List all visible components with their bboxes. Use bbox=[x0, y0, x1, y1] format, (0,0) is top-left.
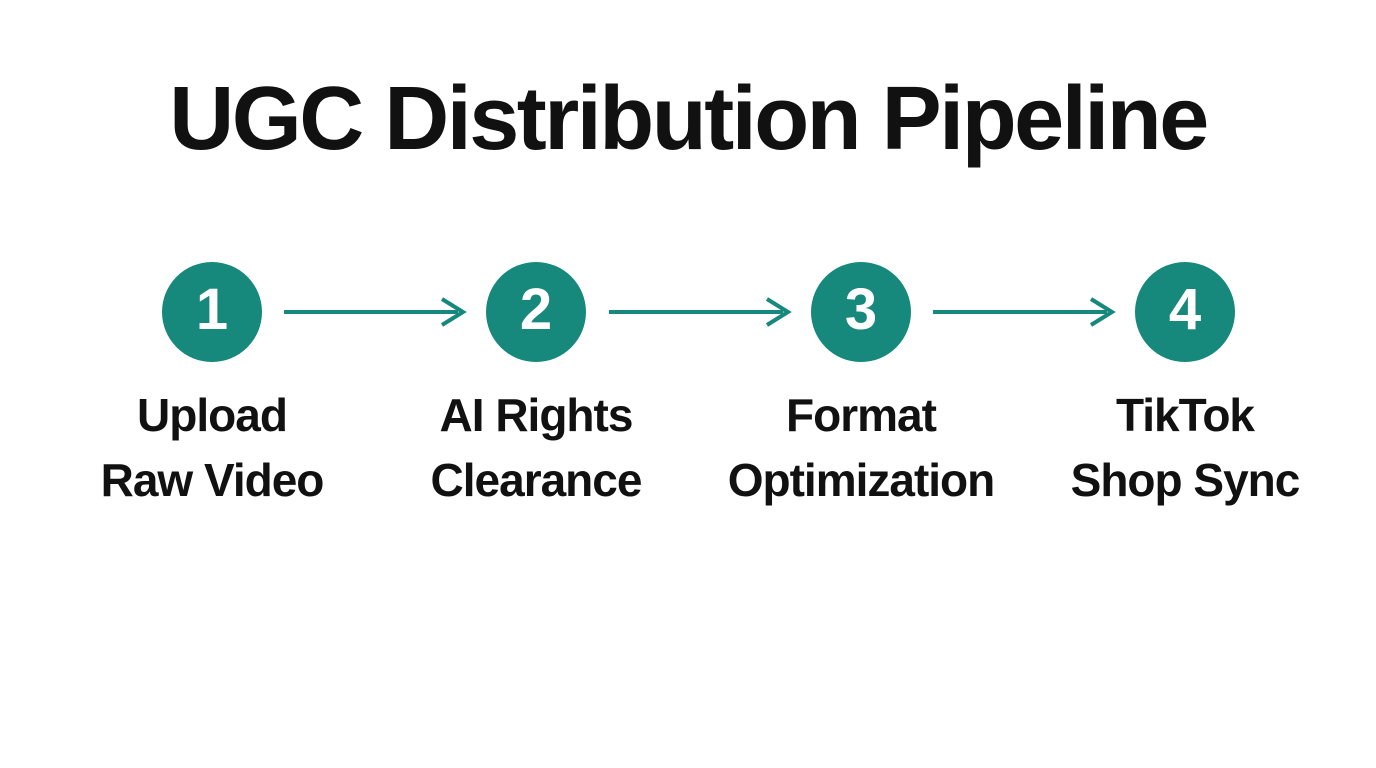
step-label-line2: Shop Sync bbox=[1070, 454, 1301, 506]
step-label-line2: Raw Video bbox=[100, 454, 325, 506]
step-label-format-optimization: Format Optimization bbox=[691, 383, 1031, 513]
step-circle-2: 2 bbox=[486, 262, 586, 362]
step-circle-1: 1 bbox=[162, 262, 262, 362]
step-label-line1: Format bbox=[786, 389, 937, 441]
step-label-line2: Optimization bbox=[727, 454, 996, 506]
step-label-upload-raw-video: Upload Raw Video bbox=[42, 383, 382, 513]
step-label-line1: Upload bbox=[137, 389, 288, 441]
step-label-ai-rights-clearance: AI Rights Clearance bbox=[366, 383, 706, 513]
arrow-right-icon bbox=[284, 297, 467, 327]
step-number: 2 bbox=[519, 277, 553, 342]
arrow-right-icon bbox=[933, 297, 1116, 327]
step-number: 3 bbox=[844, 277, 878, 342]
step-number: 4 bbox=[1168, 277, 1202, 342]
arrow-right-icon bbox=[609, 297, 792, 327]
step-circle-4: 4 bbox=[1135, 262, 1235, 362]
step-label-tiktok-shop-sync: TikTok Shop Sync bbox=[1015, 383, 1355, 513]
step-label-line1: AI Rights bbox=[439, 389, 634, 441]
page-title: UGC Distribution Pipeline bbox=[169, 69, 1209, 169]
step-number: 1 bbox=[195, 277, 229, 342]
step-circle-3: 3 bbox=[811, 262, 911, 362]
step-label-line2: Clearance bbox=[430, 454, 643, 506]
step-label-line1: TikTok bbox=[1116, 389, 1255, 441]
